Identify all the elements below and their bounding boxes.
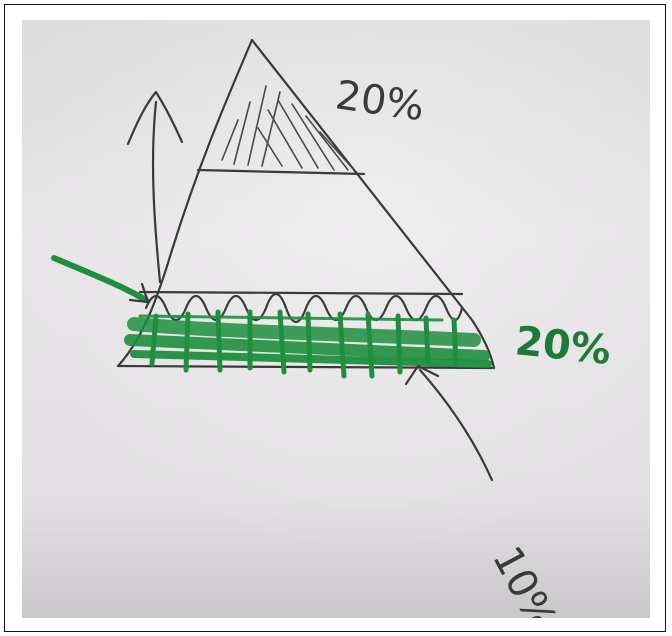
wavy-line [144,292,464,324]
pyramid-base-line [116,364,494,370]
pyramid-right-edge [250,38,496,370]
top-section-line [196,168,366,176]
whiteboard-photo: 20% 20% 10% [22,20,650,618]
band-top-line [138,290,464,296]
up-arrow-icon [126,90,184,284]
whiteboard-sketch: 20% 20% 10% [22,20,650,618]
green-left-arrow [51,255,150,304]
green-vertical-strokes [149,309,459,379]
bottom-arrow-icon [404,364,494,482]
top-hatching [221,85,355,171]
pyramid-outline [116,38,254,368]
middle-label: 20% [513,318,613,374]
